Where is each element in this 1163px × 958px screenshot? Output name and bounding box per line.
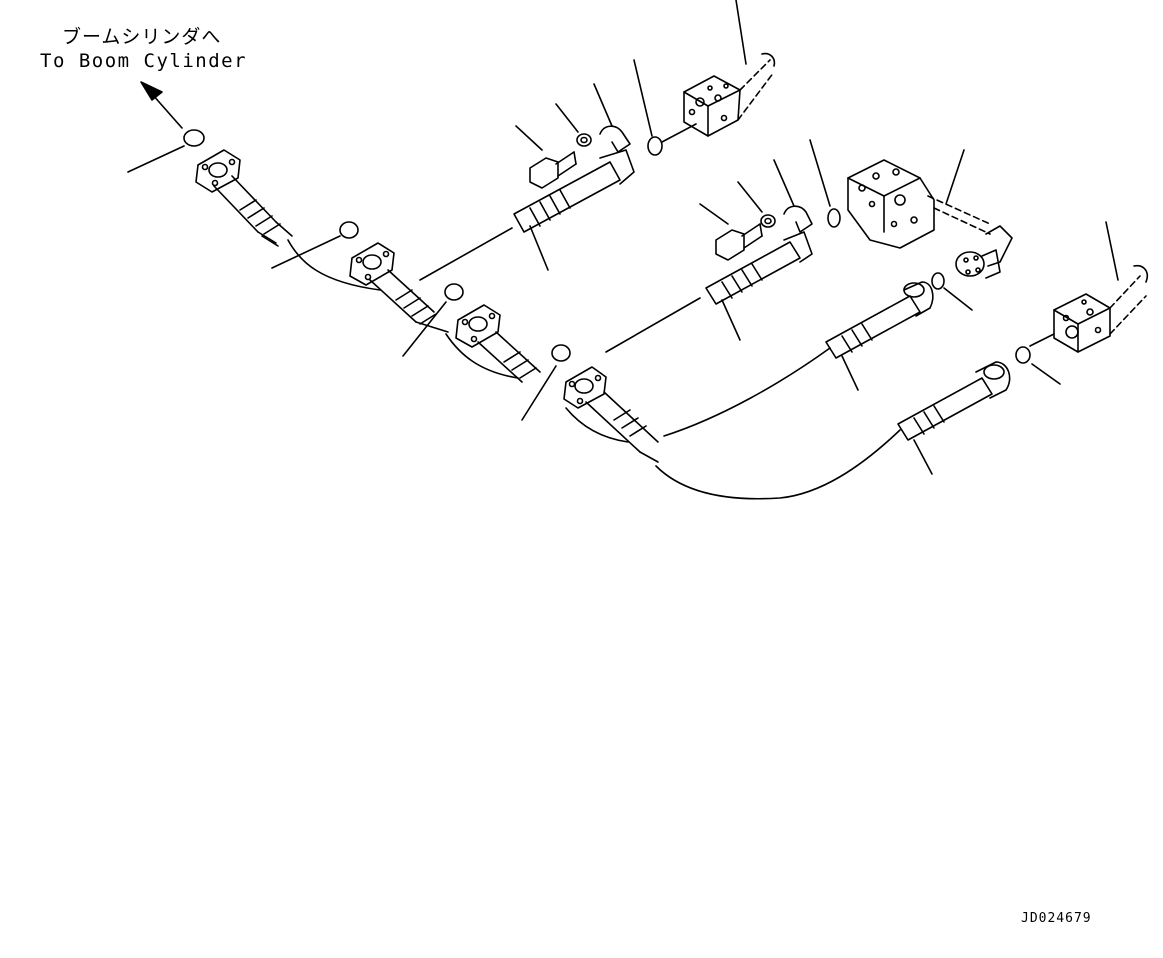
o-ring-8 <box>1016 347 1030 363</box>
hose-fitting-4 <box>564 367 658 462</box>
hose-assembly-4 <box>522 345 900 499</box>
leader-hose-8 <box>914 440 932 474</box>
leader-o-ring-7 <box>944 288 972 310</box>
hose-line-4a <box>664 348 830 436</box>
o-ring-3 <box>445 284 463 300</box>
hose-body-7 <box>826 282 933 358</box>
leader-3 <box>403 302 446 356</box>
flange-fitting <box>956 250 1000 278</box>
hose-assembly-6 <box>700 140 840 340</box>
leader-block-3 <box>1106 222 1118 280</box>
hose-line-3b <box>566 408 628 442</box>
leader-bolt-2 <box>700 204 728 224</box>
hose-assembly-8 <box>898 362 1010 474</box>
leader-clamp-2 <box>774 160 794 206</box>
o-ring-5 <box>648 137 662 155</box>
leader-o-ring-6 <box>810 140 830 206</box>
leader-hose-6 <box>722 300 740 340</box>
hose-assembly-5 <box>514 60 662 270</box>
hose-assembly-1 <box>128 130 380 290</box>
leader-clamp-1 <box>594 84 612 126</box>
hose-body-6 <box>706 232 812 304</box>
bolt-2 <box>716 224 762 260</box>
leader-hose-5 <box>530 226 548 270</box>
o-ring-7 <box>932 273 944 289</box>
hose-line-2b <box>446 334 518 378</box>
valve-block-1 <box>662 0 774 142</box>
hose-assembly-7 <box>826 273 972 390</box>
leader-1 <box>128 146 184 172</box>
hose-body-8 <box>898 362 1010 440</box>
leader-bolt-1 <box>516 126 542 150</box>
hose-assembly-2 <box>272 222 518 378</box>
hose-body-5 <box>514 150 634 232</box>
o-ring-2 <box>340 222 358 238</box>
o-ring-4 <box>552 345 570 361</box>
bolt-1 <box>530 152 576 188</box>
drawing-number: JD024679 <box>1021 911 1092 926</box>
leader-block-2 <box>946 150 964 204</box>
clamp-half-1 <box>600 126 630 152</box>
leader-block-1 <box>736 0 746 64</box>
hose-assembly-3 <box>403 284 700 442</box>
clamp-half-2 <box>784 206 812 232</box>
hose-fitting-3 <box>456 305 540 382</box>
leader-hose-7 <box>842 356 858 390</box>
leader-washer-2 <box>738 182 762 212</box>
leader-o-ring-8 <box>1032 364 1060 384</box>
hose-line-1 <box>288 240 380 290</box>
o-ring-1 <box>184 130 204 146</box>
hose-fitting-2 <box>350 243 448 332</box>
leader-4 <box>522 366 556 420</box>
o-ring-6 <box>828 209 840 227</box>
valve-block-3 <box>1016 222 1147 384</box>
washer-2 <box>761 215 775 227</box>
destination-label-en: To Boom Cylinder <box>40 50 248 72</box>
hose-line-2a <box>420 228 512 280</box>
hose-line-3a <box>606 298 700 352</box>
destination-label-jp: ブームシリンダへ <box>62 26 222 48</box>
leader-2 <box>272 236 340 268</box>
valve-block-2 <box>848 150 1012 278</box>
hose-line-4b <box>656 430 900 499</box>
leader-washer-1 <box>556 104 578 132</box>
leader-o-ring-5 <box>634 60 652 136</box>
hose-fitting-1 <box>196 150 292 246</box>
washer-1 <box>577 134 591 146</box>
direction-arrow <box>141 82 182 128</box>
